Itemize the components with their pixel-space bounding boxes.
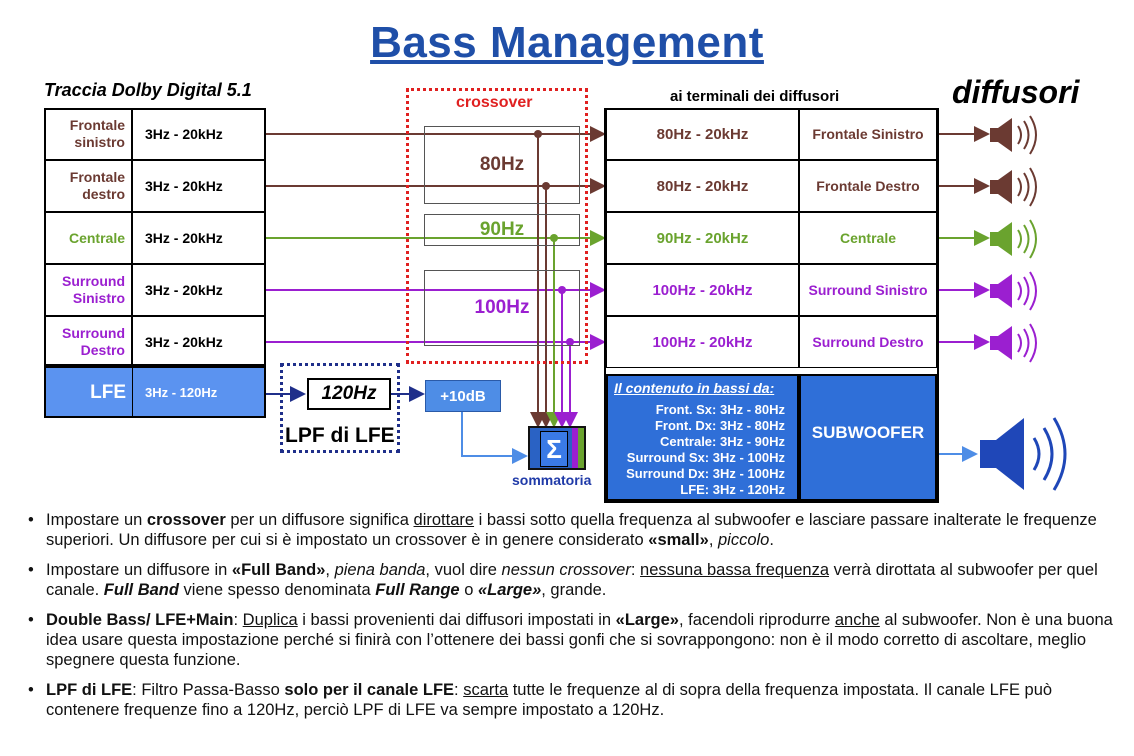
lpf-region xyxy=(280,363,400,453)
terminals-table xyxy=(604,108,939,503)
terminal-speaker-sr: Surround Destro xyxy=(799,316,937,368)
terminal-range-fl: 80Hz - 20kHz xyxy=(606,108,799,160)
crossover-region xyxy=(406,88,588,364)
terminal-speaker-c: Centrale xyxy=(799,212,937,264)
channel-name-fl: Frontale sinistro xyxy=(44,108,132,160)
terminal-speaker-sl: Surround Sinistro xyxy=(799,264,937,316)
track-title: Traccia Dolby Digital 5.1 xyxy=(44,80,252,100)
terminal-range-c: 90Hz - 20kHz xyxy=(606,212,799,264)
channel-name-fr: Frontale destro xyxy=(44,160,132,212)
channel-range-fr: 3Hz - 20kHz xyxy=(132,160,266,212)
summing-box: Σ xyxy=(528,426,586,470)
bass-content-box: Il contenuto in bassi da: Front. Sx: 3Hz… xyxy=(606,374,799,501)
channel-name-lfe: LFE xyxy=(90,381,126,403)
channel-name-sl: Surround Sinistro xyxy=(44,264,132,316)
note-crossover: Impostare un crossover per un diffusore … xyxy=(28,510,1118,550)
terminal-range-fr: 80Hz - 20kHz xyxy=(606,160,799,212)
filter-100hz: 100Hz xyxy=(424,270,580,346)
bass-line-fl: Front. Sx: 3Hz - 80Hz xyxy=(655,402,785,417)
terminal-speaker-fl: Frontale Sinistro xyxy=(799,108,937,160)
channel-name-c: Centrale xyxy=(44,212,132,264)
gain-box: +10dB xyxy=(425,380,501,412)
subwoofer-box: SUBWOOFER xyxy=(799,374,937,501)
sigma-icon: Σ xyxy=(540,431,568,467)
note-full-band: Impostare un diffusore in «Full Band», p… xyxy=(28,560,1118,600)
channel-range-lfe: 3Hz - 120Hz xyxy=(132,366,266,418)
bass-line-sr: Surround Dx: 3Hz - 100Hz xyxy=(626,466,785,481)
terminal-range-sr: 100Hz - 20kHz xyxy=(606,316,799,368)
sum-purple-stripe xyxy=(572,428,578,468)
speakers-title: diffusori xyxy=(952,74,1080,110)
channel-range-sl: 3Hz - 20kHz xyxy=(132,264,266,316)
sum-label: sommatoria xyxy=(512,472,592,488)
lfe-row xyxy=(44,366,266,418)
channel-range-c: 3Hz - 20kHz xyxy=(132,212,266,264)
terminals-title: ai terminali dei diffusori xyxy=(670,88,840,105)
filter-80hz: 80Hz xyxy=(424,126,580,204)
sum-green-stripe xyxy=(578,428,584,468)
notes-list: Impostare un crossover per un diffusore … xyxy=(28,510,1118,730)
page-title: Bass Management xyxy=(370,18,764,67)
filter-90hz: 90Hz xyxy=(424,214,580,246)
crossover-label: crossover xyxy=(456,94,533,111)
channel-range-sr: 3Hz - 20kHz xyxy=(132,316,266,368)
lpf-label: LPF di LFE xyxy=(285,424,395,447)
terminal-speaker-fr: Frontale Destro xyxy=(799,160,937,212)
channel-name-sr: Surround Destro xyxy=(44,316,132,368)
bass-line-c: Centrale: 3Hz - 90Hz xyxy=(660,434,785,449)
bass-line-lfe: LFE: 3Hz - 120Hz xyxy=(680,482,785,497)
bass-line-sl: Surround Sx: 3Hz - 100Hz xyxy=(626,450,785,465)
note-double-bass: Double Bass/ LFE+Main: Duplica i bassi p… xyxy=(28,610,1118,670)
bass-line-fr: Front. Dx: 3Hz - 80Hz xyxy=(654,418,785,433)
note-lpf-lfe: LPF di LFE: Filtro Passa-Basso solo per … xyxy=(28,680,1118,720)
terminal-range-sl: 100Hz - 20kHz xyxy=(606,264,799,316)
channel-range-fl: 3Hz - 20kHz xyxy=(132,108,266,160)
lpf-value: 120Hz xyxy=(307,378,391,410)
bass-content-heading: Il contenuto in bassi da: xyxy=(614,380,775,396)
